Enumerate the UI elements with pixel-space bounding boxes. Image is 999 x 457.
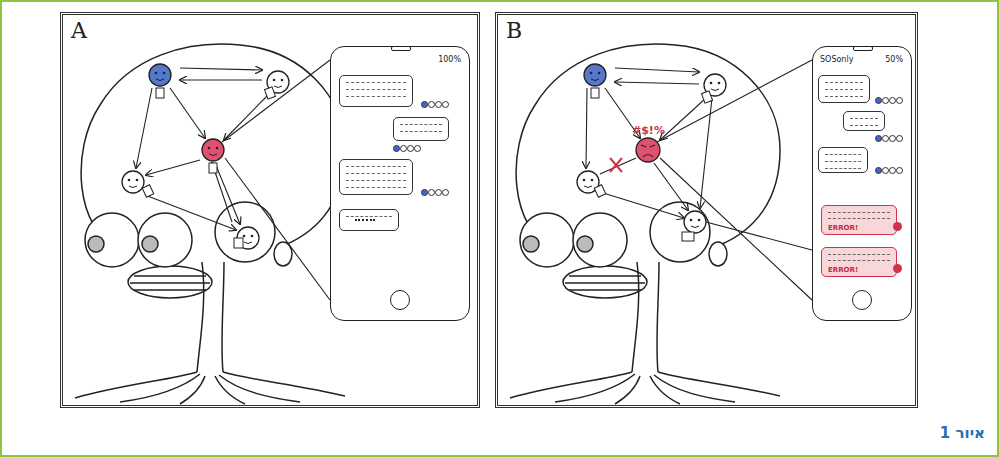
error-badge [893, 222, 902, 231]
message-line [828, 218, 890, 219]
message-line [850, 125, 878, 126]
error-message: ERROR! [821, 205, 897, 235]
read-dot [882, 167, 889, 174]
read-dot [896, 135, 903, 142]
message-line [828, 212, 890, 213]
read-dot [428, 189, 435, 196]
read-dot [882, 135, 889, 142]
message-line [828, 260, 890, 261]
message-line [825, 96, 863, 97]
message-line [825, 154, 861, 155]
read-dot [889, 97, 896, 104]
chat-bubble [818, 75, 870, 103]
read-dot [435, 101, 442, 108]
message-line [825, 168, 861, 169]
read-dot [882, 97, 889, 104]
panel-letter: B [506, 18, 522, 43]
read-dot [421, 189, 428, 196]
read-dot [889, 135, 896, 142]
message-line [400, 124, 442, 125]
read-dot [875, 97, 882, 104]
chat-bubble [818, 147, 868, 173]
message-line [346, 96, 406, 97]
chat-bubble [339, 75, 413, 107]
chat-bubble [843, 111, 885, 131]
error-badge [893, 264, 902, 273]
message-line [346, 89, 406, 90]
chat-bubble [393, 117, 449, 141]
phone-speaker [853, 46, 873, 51]
figure-caption: איור 1 [940, 424, 985, 442]
read-dot [414, 145, 421, 152]
read-dot [896, 97, 903, 104]
read-dot [875, 167, 882, 174]
home-button [390, 290, 410, 310]
message-line [828, 254, 890, 255]
message-line [346, 82, 406, 83]
read-dot [393, 145, 400, 152]
read-dot [442, 101, 449, 108]
read-dot [421, 101, 428, 108]
swear-symbols: #$!% [632, 124, 665, 137]
read-dot [400, 145, 407, 152]
message-line [825, 161, 861, 162]
message-line [346, 166, 406, 167]
message-line [825, 89, 863, 90]
home-button [852, 290, 872, 310]
phone-speaker [391, 46, 411, 51]
read-dot [435, 189, 442, 196]
message-line [346, 187, 406, 188]
panel-frame: B SOSonly 50% ERROR! ERROR! [495, 12, 918, 408]
typing-dots [355, 219, 375, 221]
battery-level: 50% [885, 55, 903, 64]
message-line [346, 216, 392, 217]
message-line [850, 118, 878, 119]
network-name: SOSonly [820, 55, 853, 64]
message-line [400, 131, 442, 132]
panel-frame: A 100% [60, 12, 480, 408]
message-line [346, 173, 406, 174]
chat-bubble [339, 159, 413, 195]
panel-letter: A [71, 18, 87, 43]
read-dot [889, 167, 896, 174]
error-text: ERROR! [828, 266, 858, 274]
battery-level: 100% [438, 55, 461, 64]
phone-screen: 100% [330, 46, 470, 321]
error-text: ERROR! [828, 224, 858, 232]
read-dot [407, 145, 414, 152]
read-dot [442, 189, 449, 196]
read-dot [428, 101, 435, 108]
message-line [825, 82, 863, 83]
read-dot [875, 135, 882, 142]
phone-screen: SOSonly 50% ERROR! ERROR! [812, 46, 912, 321]
error-message: ERROR! [821, 247, 897, 277]
read-dot [896, 167, 903, 174]
message-line [346, 180, 406, 181]
